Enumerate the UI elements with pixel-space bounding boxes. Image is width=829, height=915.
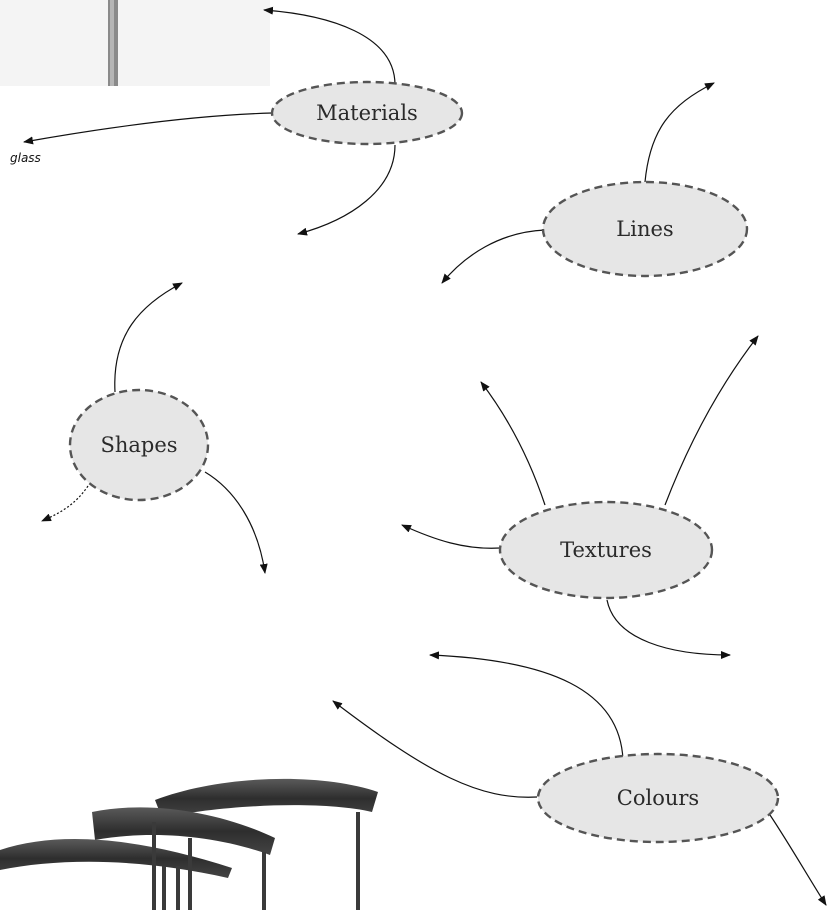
arrow-shapes-up	[114, 282, 183, 393]
node-textures[interactable]: Textures	[498, 500, 714, 600]
arrow-lines-up	[644, 82, 715, 183]
connector-arrows	[23, 6, 827, 906]
arrow-textures-down	[606, 599, 731, 659]
arrow-lines-left	[441, 229, 546, 284]
node-textures-label: Textures	[560, 538, 652, 562]
furniture-photo	[0, 778, 378, 910]
node-colours[interactable]: Colours	[536, 752, 780, 844]
node-shapes[interactable]: Shapes	[68, 388, 210, 502]
node-materials[interactable]: Materials	[270, 80, 464, 146]
arrow-colours-up	[429, 651, 624, 761]
node-shapes-label: Shapes	[100, 433, 177, 457]
arrow-textures-upright	[664, 335, 759, 506]
node-lines-label: Lines	[616, 217, 673, 241]
arrow-colours-left	[332, 700, 538, 798]
arrow-textures-up	[480, 381, 546, 506]
arrow-materials-top	[263, 6, 396, 86]
arrow-textures-left	[401, 524, 501, 549]
arrow-materials-down	[297, 144, 396, 236]
node-colours-label: Colours	[617, 786, 699, 810]
arrow-shapes-dotted	[41, 485, 89, 522]
arrow-materials-glass	[23, 112, 273, 145]
material-photo	[0, 0, 270, 86]
arrow-colours-down	[769, 814, 827, 906]
node-materials-label: Materials	[316, 101, 418, 125]
arrow-shapes-down	[204, 471, 268, 574]
node-lines[interactable]: Lines	[541, 180, 749, 278]
glass-annotation: glass	[10, 151, 41, 165]
